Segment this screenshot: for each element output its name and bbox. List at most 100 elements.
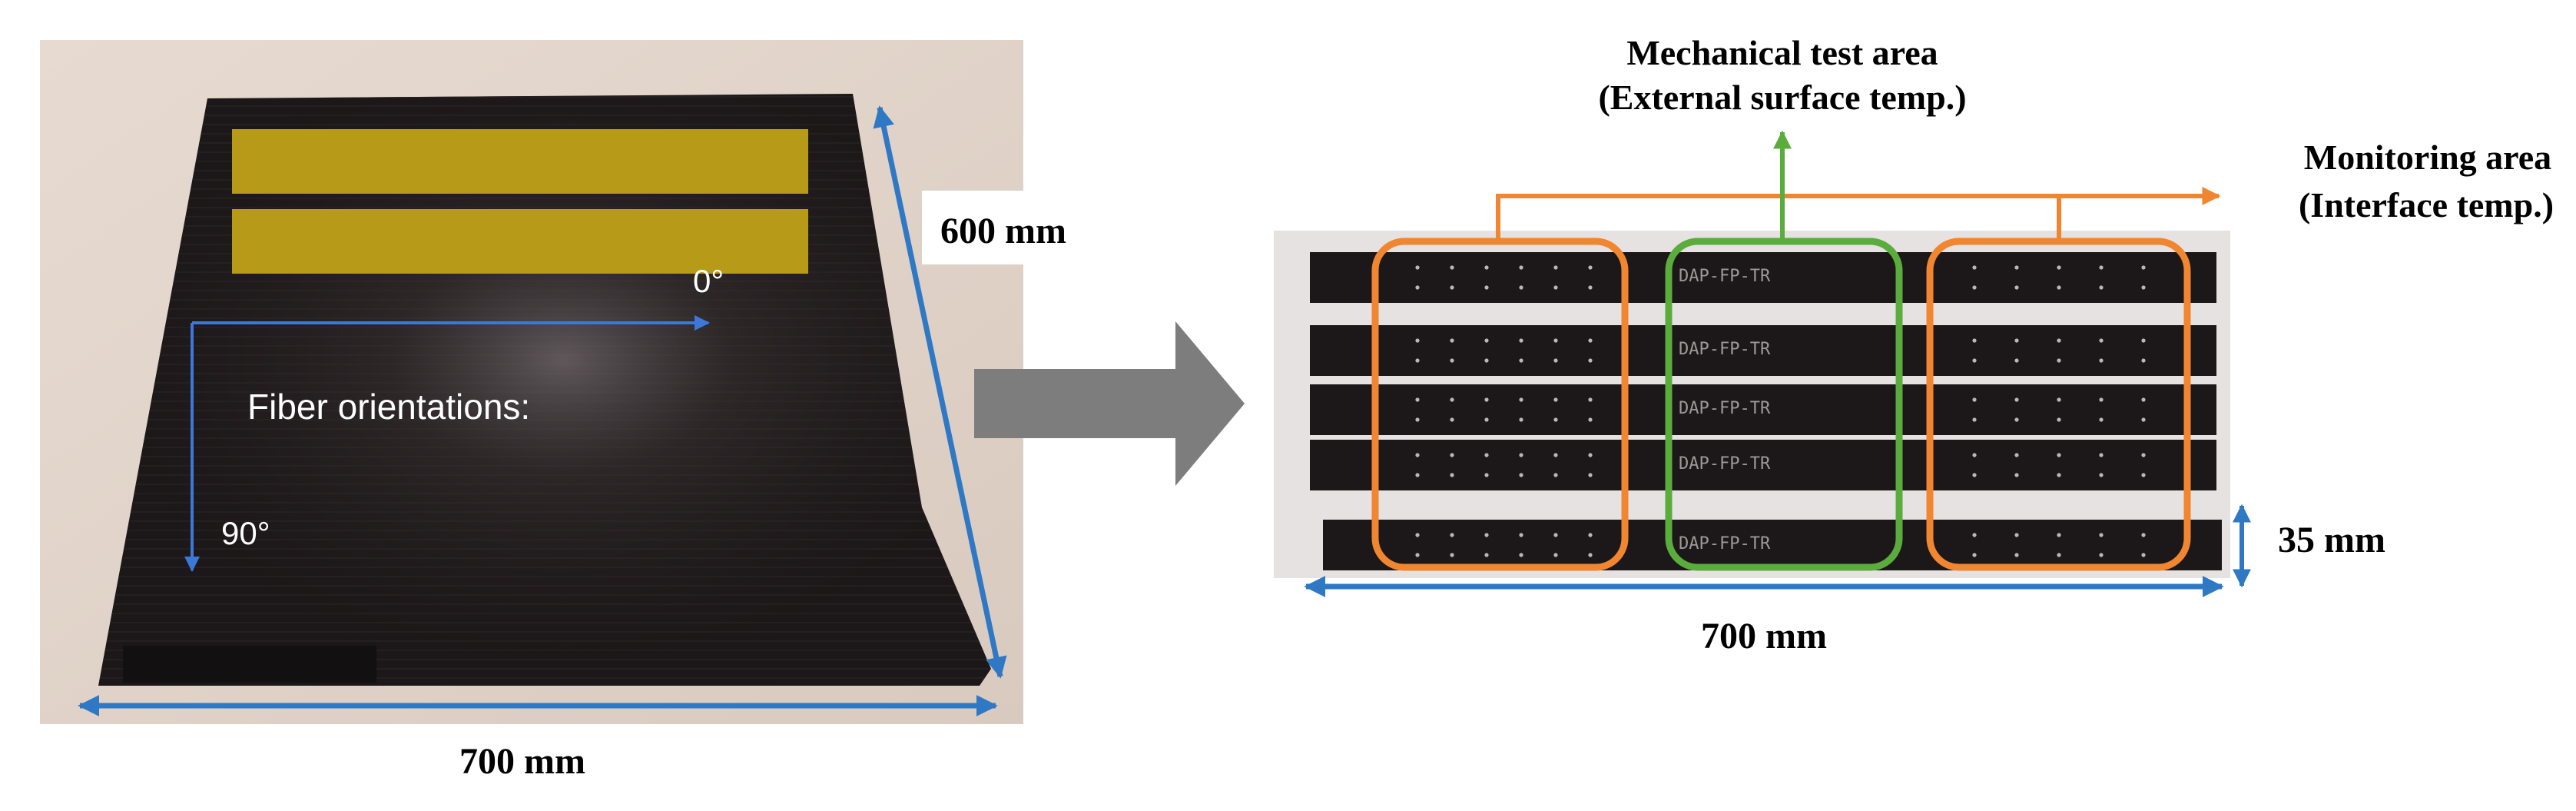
- strip-label-2: DAP-FP-TR: [1679, 340, 1771, 359]
- measurement-dot: [1588, 285, 1593, 290]
- measurement-dot: [1588, 533, 1593, 537]
- measurement-dot: [2099, 338, 2104, 343]
- measurement-dot: [1519, 533, 1523, 537]
- measurement-dot: [2141, 453, 2146, 457]
- measurement-dot: [2099, 358, 2104, 363]
- measurement-dot: [1588, 338, 1593, 343]
- measurement-dot: [1553, 417, 1558, 422]
- measurement-dot: [1450, 285, 1454, 290]
- angle-0-label: 0°: [693, 263, 724, 299]
- left-width-label: 700 mm: [459, 741, 585, 782]
- tape-strip-1: [232, 129, 808, 194]
- measurement-dot: [2057, 358, 2061, 363]
- measurement-dot: [1972, 553, 1977, 557]
- measurement-dot: [1972, 265, 1977, 270]
- strip-label-4: DAP-FP-TR: [1679, 454, 1771, 474]
- measurement-dot: [2099, 397, 2104, 402]
- measurement-dot: [1450, 265, 1454, 270]
- mechanical-subtitle: (External surface temp.): [1598, 78, 1966, 117]
- measurement-dot: [1415, 358, 1420, 363]
- monitoring-title: Monitoring area: [2304, 138, 2551, 177]
- measurement-dot: [2014, 473, 2019, 477]
- measurement-dot: [1519, 453, 1523, 457]
- measurement-dot: [2057, 553, 2061, 557]
- measurement-dot: [2057, 338, 2061, 343]
- measurement-dot: [2099, 453, 2104, 457]
- measurement-dot: [1588, 358, 1593, 363]
- right-width-label: 700 mm: [1701, 616, 1827, 656]
- measurement-dot: [1553, 285, 1558, 290]
- measurement-dot: [2014, 358, 2019, 363]
- measurement-dot: [1972, 417, 1977, 422]
- measurement-dot: [1553, 338, 1558, 343]
- measurement-dot: [2057, 397, 2061, 402]
- measurement-dot: [1519, 358, 1523, 363]
- measurement-dot: [1553, 453, 1558, 457]
- measurement-dot: [1450, 533, 1454, 537]
- left-panel: 0° Fiber orientations: 90° 600 mm 700 mm: [40, 40, 1102, 782]
- measurement-dot: [1588, 473, 1593, 477]
- measurement-dot: [1972, 473, 1977, 477]
- measurement-dot: [1519, 473, 1523, 477]
- measurement-dot: [1553, 473, 1558, 477]
- measurement-dot: [2057, 417, 2061, 422]
- measurement-dot: [1588, 553, 1593, 557]
- measurement-dot: [1484, 397, 1489, 402]
- monitoring-connector: [1496, 194, 2061, 241]
- measurement-dot: [2141, 397, 2146, 402]
- measurement-dot: [2141, 533, 2146, 537]
- measurement-dot: [2141, 473, 2146, 477]
- measurement-dot: [1450, 417, 1454, 422]
- orientation-label: Fiber orientations:: [247, 387, 530, 427]
- measurement-dot: [1415, 417, 1420, 422]
- measurement-dot: [2057, 533, 2061, 537]
- strip-label-3: DAP-FP-TR: [1679, 399, 1771, 418]
- measurement-dot: [1450, 338, 1454, 343]
- measurement-dot: [1484, 553, 1489, 557]
- measurement-dot: [1519, 285, 1523, 290]
- measurement-dot: [2014, 338, 2019, 343]
- specimen-strip-5: [1323, 520, 2222, 570]
- strip-label-1: DAP-FP-TR: [1679, 267, 1771, 286]
- measurement-dot: [1484, 358, 1489, 363]
- measurement-dot: [1553, 265, 1558, 270]
- right-height-label: 35 mm: [2278, 520, 2385, 560]
- measurement-dot: [1972, 358, 1977, 363]
- measurement-dot: [1484, 533, 1489, 537]
- right-panel: DAP-FP-TR DAP-FP-TR DAP-FP-TR DAP-FP-TR …: [1274, 33, 2554, 656]
- measurement-dot: [1484, 453, 1489, 457]
- measurement-dots: [1415, 265, 2146, 557]
- measurement-dot: [2141, 265, 2146, 270]
- measurement-dot: [1450, 553, 1454, 557]
- measurement-dot: [2057, 265, 2061, 270]
- measurement-dot: [2014, 417, 2019, 422]
- specimen-strip-2: [1310, 325, 2216, 376]
- measurement-dot: [1553, 533, 1558, 537]
- measurement-dot: [1450, 473, 1454, 477]
- measurement-dot: [1484, 265, 1489, 270]
- measurement-dot: [1588, 453, 1593, 457]
- measurement-dot: [2014, 553, 2019, 557]
- measurement-dot: [1450, 397, 1454, 402]
- measurement-dot: [1415, 453, 1420, 457]
- depth-label-box: [922, 191, 1102, 264]
- strip-handwriting: DAP-FP-TR DAP-FP-TR DAP-FP-TR DAP-FP-TR …: [1679, 267, 1771, 553]
- measurement-dot: [2099, 265, 2104, 270]
- measurement-dot: [1484, 285, 1489, 290]
- measurement-dot: [2057, 285, 2061, 290]
- specimen-strip-1: [1310, 252, 2216, 303]
- measurement-dot: [1450, 453, 1454, 457]
- measurement-dot: [2014, 533, 2019, 537]
- measurement-dot: [1450, 358, 1454, 363]
- measurement-dot: [1972, 285, 1977, 290]
- strip-label-5: DAP-FP-TR: [1679, 534, 1771, 553]
- measurement-dot: [1484, 473, 1489, 477]
- measurement-dot: [2014, 397, 2019, 402]
- measurement-dot: [1553, 553, 1558, 557]
- left-depth-label: 600 mm: [940, 211, 1066, 251]
- specimen-strip-4: [1310, 440, 2216, 490]
- measurement-dot: [1415, 285, 1420, 290]
- measurement-dot: [2141, 285, 2146, 290]
- measurement-dot: [2099, 533, 2104, 537]
